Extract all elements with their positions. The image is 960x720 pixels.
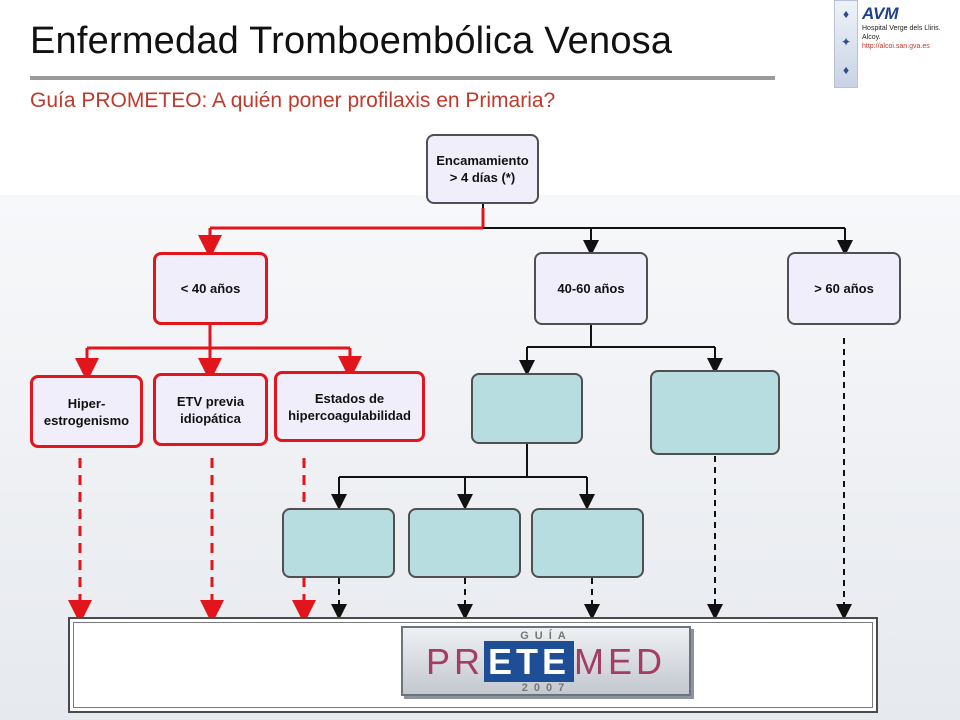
node-teal-c bbox=[282, 508, 395, 578]
page-title: Enfermedad Tromboembólica Venosa bbox=[30, 20, 673, 62]
pretemed-year: 2007 bbox=[521, 682, 571, 694]
logo-mark-icon: ♦ bbox=[842, 63, 850, 77]
node-age-40-60-label: 40-60 años bbox=[557, 281, 625, 296]
page-subtitle: Guía PROMETEO: A quién poner profilaxis … bbox=[30, 89, 556, 112]
node-hiperestrogenismo: Hiper- estrogenismo bbox=[30, 375, 143, 448]
pretemed-ete: ETE bbox=[484, 641, 575, 682]
hospital-logo: AVM Hospital Verge dels Lliris. Alcoy. h… bbox=[862, 4, 958, 64]
hospital-logo-brand: AVM bbox=[862, 4, 899, 23]
node-age-gt60: > 60 años bbox=[787, 252, 901, 325]
bottom-panel-inner-border bbox=[73, 622, 873, 708]
logo-mark-icon: ♦ bbox=[842, 7, 850, 21]
hospital-name: Hospital Verge dels Lliris. Alcoy. bbox=[862, 25, 941, 41]
logo-mark-icon: ✦ bbox=[840, 35, 852, 49]
node-encamamiento-label: Encamamiento > 4 días (*) bbox=[436, 153, 529, 185]
node-hiperestrogenismo-label: Hiper- estrogenismo bbox=[43, 395, 130, 428]
node-teal-e bbox=[531, 508, 644, 578]
node-hipercoagulabilidad: Estados de hipercoagulabilidad bbox=[274, 371, 425, 442]
node-etv-previa: ETV previa idiopática bbox=[153, 373, 268, 446]
node-hipercoagulabilidad-label: Estados de hipercoagulabilidad bbox=[288, 390, 411, 423]
node-teal-a bbox=[471, 373, 583, 444]
node-teal-d bbox=[408, 508, 521, 578]
hospital-logo-strip: ♦ ✦ ♦ bbox=[834, 0, 858, 88]
pretemed-guia-label: GUÍA bbox=[520, 630, 572, 642]
node-age-lt40: < 40 años bbox=[153, 252, 268, 325]
pretemed-med: MED bbox=[574, 641, 667, 682]
node-age-gt60-label: > 60 años bbox=[814, 281, 874, 296]
hospital-url[interactable]: http://alcoi.san.gva.es bbox=[862, 43, 930, 50]
node-etv-previa-label: ETV previa idiopática bbox=[176, 393, 245, 426]
title-underline bbox=[30, 76, 775, 80]
node-age-lt40-label: < 40 años bbox=[180, 281, 241, 296]
node-teal-b bbox=[650, 370, 780, 455]
node-age-40-60: 40-60 años bbox=[534, 252, 648, 325]
node-encamamiento: Encamamiento > 4 días (*) bbox=[426, 134, 539, 204]
pretemed-pre: PR bbox=[425, 641, 484, 682]
